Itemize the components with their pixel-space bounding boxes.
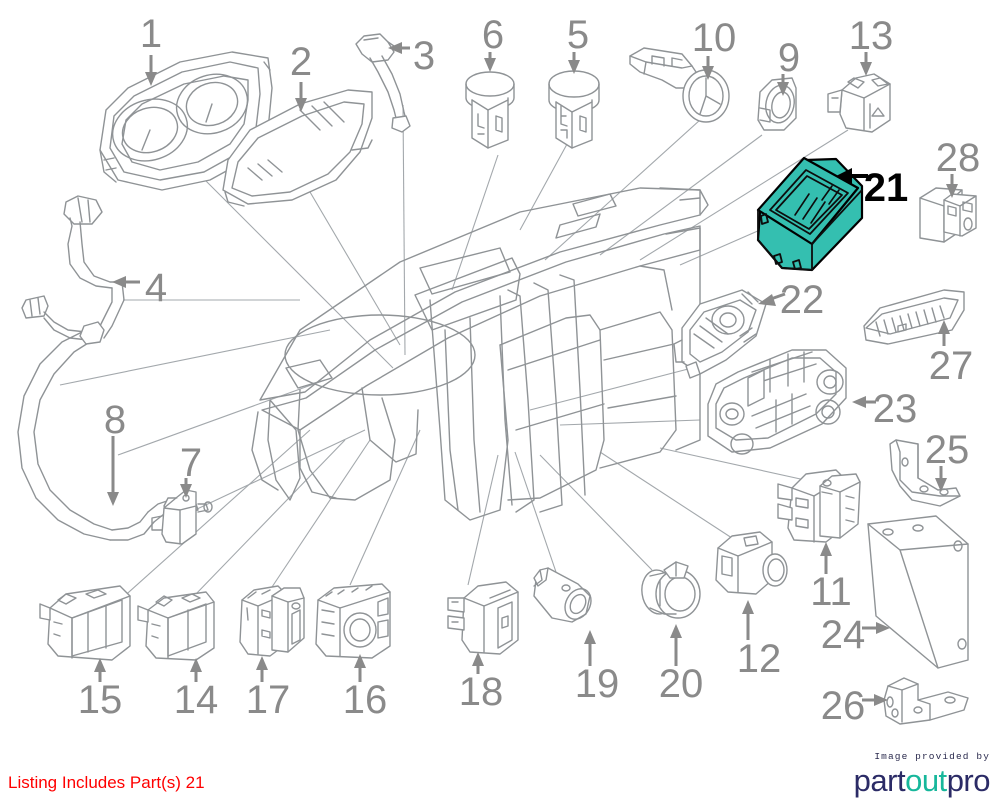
- part-22-climate-control-panel: [673, 289, 767, 379]
- part-5-knob-switch-b: [548, 70, 600, 149]
- part-6-knob-switch-a: [465, 71, 515, 149]
- callout-number-22: 22: [780, 278, 825, 322]
- part-14-rocker-switch-two-gang: [137, 591, 215, 661]
- callout-number-11: 11: [810, 570, 852, 614]
- callout-number-23: 23: [873, 387, 918, 431]
- part-20-power-outlet-socket: [641, 561, 701, 619]
- callout-number-20: 20: [659, 662, 704, 706]
- callout-number-8: 8: [104, 398, 126, 442]
- dashboard-assembly-outline: [251, 187, 709, 521]
- part-15-rocker-switch-three-gang: [39, 585, 131, 661]
- callout-number-16: 16: [343, 678, 388, 722]
- callout-number-12: 12: [737, 637, 782, 681]
- callout-number-21: 21: [864, 166, 909, 210]
- callout-number-28: 28: [936, 136, 981, 180]
- callout-number-3: 3: [413, 34, 435, 78]
- brand-wordmark-part1: part: [853, 762, 906, 798]
- callout-number-14: 14: [174, 678, 219, 722]
- part-24-control-module-box: [867, 515, 969, 669]
- part-16-dial-switch: [315, 583, 391, 659]
- part-23-audio-control-panel: [707, 349, 847, 455]
- callout-number-6: 6: [482, 13, 504, 57]
- part-12-push-switch-round: [715, 531, 788, 595]
- brand-wordmark-part3: pro: [946, 762, 991, 798]
- brand-wordmark: partoutpro: [853, 762, 991, 798]
- callout-number-9: 9: [778, 36, 800, 80]
- part-7-sensor-module: [151, 489, 197, 545]
- part-3-bracket-strap: [355, 33, 411, 133]
- part-4-wire-harness: [21, 195, 125, 341]
- brand-watermark: Image provided by partoutpro: [853, 751, 991, 798]
- callout-number-10: 10: [692, 16, 737, 60]
- callout-number-7: 7: [180, 441, 202, 485]
- callout-number-15: 15: [78, 678, 123, 722]
- callout-arrows: [94, 42, 958, 706]
- part-21-multi-information-display-screen: [756, 156, 864, 272]
- callout-number-4: 4: [145, 266, 167, 310]
- part-17-slim-switch: [239, 585, 305, 657]
- callout-number-24: 24: [821, 613, 866, 657]
- part-18-door-lock-switch: [447, 581, 519, 655]
- brand-tagline: Image provided by: [874, 751, 990, 762]
- callout-number-27: 27: [929, 344, 974, 388]
- callout-number-18: 18: [459, 670, 504, 714]
- callout-number-13: 13: [849, 14, 894, 58]
- part-1-instrument-cluster: [99, 51, 273, 191]
- callout-number-26: 26: [821, 684, 866, 728]
- callout-number-19: 19: [575, 662, 620, 706]
- part-9-cylinder-sleeve: [757, 77, 797, 131]
- part-13-hazard-warning-switch: [827, 73, 891, 133]
- part-25-mounting-bracket-upper: [889, 439, 961, 507]
- part-28-relay-module: [919, 187, 977, 243]
- leader-lines: [59, 104, 849, 601]
- part-11-relay-switch-assembly: [777, 469, 861, 543]
- callout-number-2: 2: [290, 40, 312, 84]
- callout-number-1: 1: [140, 12, 162, 56]
- brand-wordmark-part2: out: [905, 762, 947, 798]
- part-2-cluster-lens: [222, 89, 373, 207]
- listing-includes-note: Listing Includes Part(s) 21: [8, 773, 205, 792]
- callout-number-17: 17: [246, 678, 291, 722]
- part-26-mounting-bracket-lower: [883, 677, 969, 725]
- callout-number-5: 5: [567, 13, 589, 57]
- callout-number-25: 25: [925, 428, 970, 472]
- part-27-defroster-grille-vent: [863, 289, 965, 345]
- part-19-cigarette-lighter: [533, 567, 592, 623]
